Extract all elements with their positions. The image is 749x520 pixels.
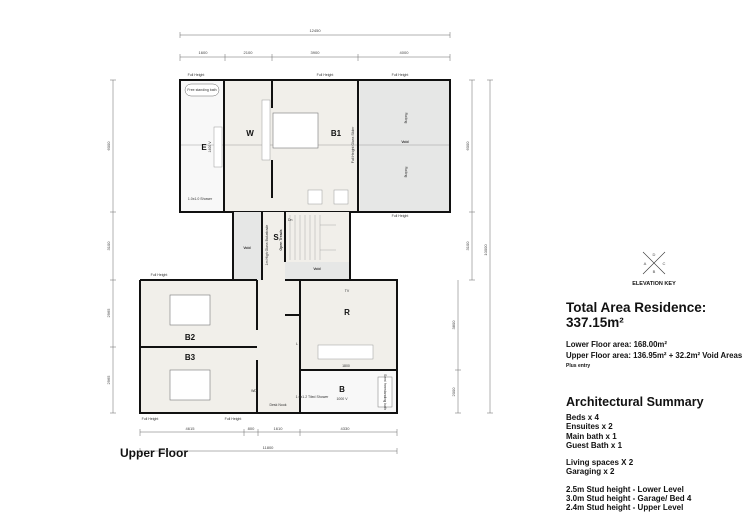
bath-tub-label: Semi freestanding bath — [383, 374, 387, 410]
dim-left-2: 3100 — [106, 241, 111, 251]
void-stair — [285, 262, 350, 280]
upper-floor-area: Upper Floor area: 136.95m² + 32.2m² Void… — [566, 351, 743, 360]
shower-label: 1.0x1.0 Shower — [188, 197, 213, 201]
summary-item: 3.0m Stud height - Garage/ Bed 4 — [566, 494, 692, 504]
dim-top-4: 4000 — [400, 50, 410, 55]
chair — [333, 189, 349, 205]
left-dimensions — [110, 79, 116, 414]
bed-b2 — [169, 294, 211, 326]
stair-walls — [232, 212, 351, 280]
elevation-key-title: ELEVATION KEY — [632, 281, 676, 287]
tiled-shower-label: 1.0x1.2 Tiled Shower — [296, 395, 330, 399]
vanity-label: 1000 V — [336, 397, 348, 401]
dim-left-3: 2965 — [106, 308, 111, 318]
full-height-note: Full Height — [392, 73, 409, 77]
full-height-note: Full Height — [317, 73, 334, 77]
elevation-a: A — [644, 261, 647, 266]
dim-top-overall: 12450 — [309, 28, 321, 33]
area-note: Plus entry — [566, 363, 591, 369]
wd-label: WD — [251, 389, 257, 393]
plan-title: Upper Floor — [120, 446, 188, 460]
total-area: Total Area Residence: 337.15m² — [566, 300, 707, 330]
dim-right-2: 3100 — [465, 241, 470, 251]
void-left — [233, 212, 262, 280]
summary-panel: Architectural Summary Beds x 4 Ensuites … — [566, 395, 704, 513]
void-stair-label: Void — [313, 267, 320, 271]
dim-right-4: 3800 — [451, 320, 456, 330]
vanity-label: 1400 V — [208, 141, 212, 153]
chair — [307, 189, 323, 205]
full-height-note: Full Height — [392, 214, 409, 218]
summary-item: Guest Bath x 1 — [566, 440, 623, 450]
upper-walls — [179, 79, 451, 213]
room-bed3: B3 — [185, 353, 196, 362]
area-panel: Total Area Residence: 337.15m² Lower Flo… — [566, 300, 749, 369]
bath-b-tub — [377, 376, 393, 408]
tv-unit-label: 1800 — [342, 364, 350, 368]
lower-floor-area: Lower Floor area: 168.00m² — [566, 340, 667, 349]
desk-nook-label: Desk Nook — [269, 403, 286, 407]
railing-label: Railing — [404, 167, 408, 178]
linen-label: L — [296, 342, 298, 346]
room-bath: B — [339, 385, 345, 394]
room-rumpus: R — [344, 308, 350, 317]
dim-left-4: 2965 — [106, 375, 111, 385]
dim-bottom-4: 4330 — [341, 426, 351, 431]
room-wardrobe: W — [246, 129, 254, 138]
dim-right-1: 6000 — [465, 141, 470, 151]
elevation-b: B — [653, 269, 656, 274]
summary-item: 2.5m Stud height - Lower Level — [566, 484, 684, 494]
stair-treads — [289, 215, 336, 260]
full-height-note: Full Height — [188, 73, 205, 77]
summary-item: Living spaces X 2 — [566, 458, 634, 468]
full-height-note: Full Height — [142, 417, 159, 421]
summary-item: Ensuites x 2 — [566, 422, 613, 432]
room-bed1: B1 — [331, 129, 342, 138]
railing-label: Railing — [404, 113, 408, 124]
ensuite-vanity — [213, 126, 223, 168]
full-height-note: Full Height — [151, 273, 168, 277]
summary-item: Main bath x 1 — [566, 431, 617, 441]
dim-right-3: 10000 — [483, 244, 488, 256]
dim-bottom-2: 800 — [248, 426, 255, 431]
bottom-dimensions — [139, 429, 398, 454]
dim-right-5: 2000 — [451, 387, 456, 397]
room-bed2: B2 — [185, 333, 196, 342]
tv-label: TV — [345, 289, 350, 293]
lower-walls — [139, 279, 398, 414]
headboard-unit — [261, 99, 271, 161]
bath-tub — [184, 83, 220, 97]
dim-top-1: 1600 — [199, 50, 209, 55]
elevation-c: C — [663, 261, 666, 266]
dim-bottom-1: 4615 — [186, 426, 196, 431]
bed-b1 — [272, 112, 319, 149]
dim-left-1: 6000 — [106, 141, 111, 151]
dim-bottom-3: 1610 — [274, 426, 284, 431]
summary-item: 2.4m Stud height - Upper Level — [566, 503, 684, 513]
room-ensuite: E — [201, 143, 207, 152]
elevation-key-icon — [642, 251, 666, 275]
open-treads-label: Open Treads — [279, 229, 283, 250]
sofa — [317, 344, 374, 360]
summary-title: Architectural Summary — [566, 395, 704, 409]
dim-top-3: 3900 — [311, 50, 321, 55]
right-dimensions — [455, 79, 493, 414]
void-area — [360, 80, 450, 212]
balustrade-label: 1m High Glass Balustrade — [265, 225, 269, 266]
void-label: Void — [401, 140, 408, 144]
glass-slider-label: Full Height Glass Slider — [351, 126, 355, 163]
bath-label: Free standing bath — [187, 88, 216, 92]
bed-b3 — [169, 369, 211, 401]
summary-item: Beds x 4 — [566, 413, 599, 422]
dim-top-2: 2100 — [244, 50, 254, 55]
summary-item: Garaging x 2 — [566, 467, 615, 477]
elevation-d: D — [653, 252, 656, 257]
void-left-label: Void — [243, 246, 250, 250]
down-label: Dn — [288, 218, 293, 222]
full-height-note: Full Height — [225, 417, 242, 421]
dim-bottom-overall: 11800 — [263, 445, 275, 450]
stair-label: S — [273, 233, 279, 242]
top-dimensions — [179, 32, 451, 61]
